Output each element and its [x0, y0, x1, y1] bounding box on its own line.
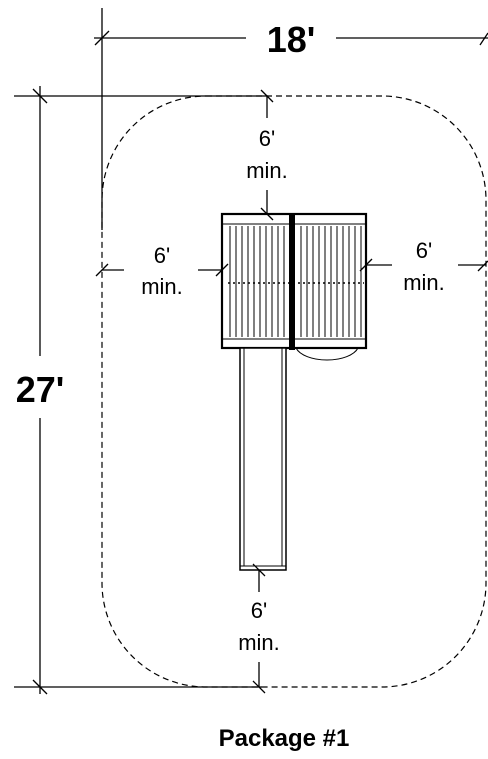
clearance-top-tick-upper [260, 89, 274, 103]
depth-tick-top [32, 88, 48, 104]
clearance-left-value: 6' [154, 243, 170, 268]
width-dimension: 18' [94, 8, 488, 230]
clearance-bottom-value: 6' [251, 598, 267, 623]
clearance-top-value: 6' [259, 126, 275, 151]
depth-dimension: 27' [14, 86, 268, 695]
use-zone-boundary [101, 95, 487, 688]
clearance-right-unit: min. [403, 270, 445, 295]
clearance-right: 6' min. [359, 238, 488, 295]
clearance-left-unit: min. [141, 274, 183, 299]
play-structure [220, 212, 368, 571]
clearance-bottom: 6' min. [238, 563, 280, 694]
clearance-left-tick-outer [95, 263, 109, 277]
clearance-top-unit: min. [246, 158, 288, 183]
width-tick-left [94, 30, 110, 46]
deck-planks-right [300, 226, 362, 337]
clearance-bottom-unit: min. [238, 630, 280, 655]
entry-arc [295, 347, 359, 361]
slide [239, 347, 287, 571]
clearance-bottom-tick-lower [252, 680, 266, 694]
clearance-right-value: 6' [416, 238, 432, 263]
clearance-bottom-tick-upper [252, 563, 266, 577]
width-label: 18' [267, 19, 316, 60]
width-tick-right [479, 32, 488, 46]
package-caption: Package #1 [219, 725, 350, 752]
clearance-right-tick-outer [477, 260, 488, 272]
center-post [289, 214, 295, 350]
clearance-top: 6' min. [246, 89, 288, 221]
depth-label: 27' [16, 369, 65, 410]
clearance-top-tick-lower [260, 207, 274, 221]
clearance-left-tick-inner [215, 263, 229, 277]
depth-tick-bottom [32, 679, 48, 695]
clearance-right-tick-inner [359, 258, 373, 272]
deck-planks-left [229, 226, 285, 337]
clearance-left: 6' min. [95, 243, 229, 299]
